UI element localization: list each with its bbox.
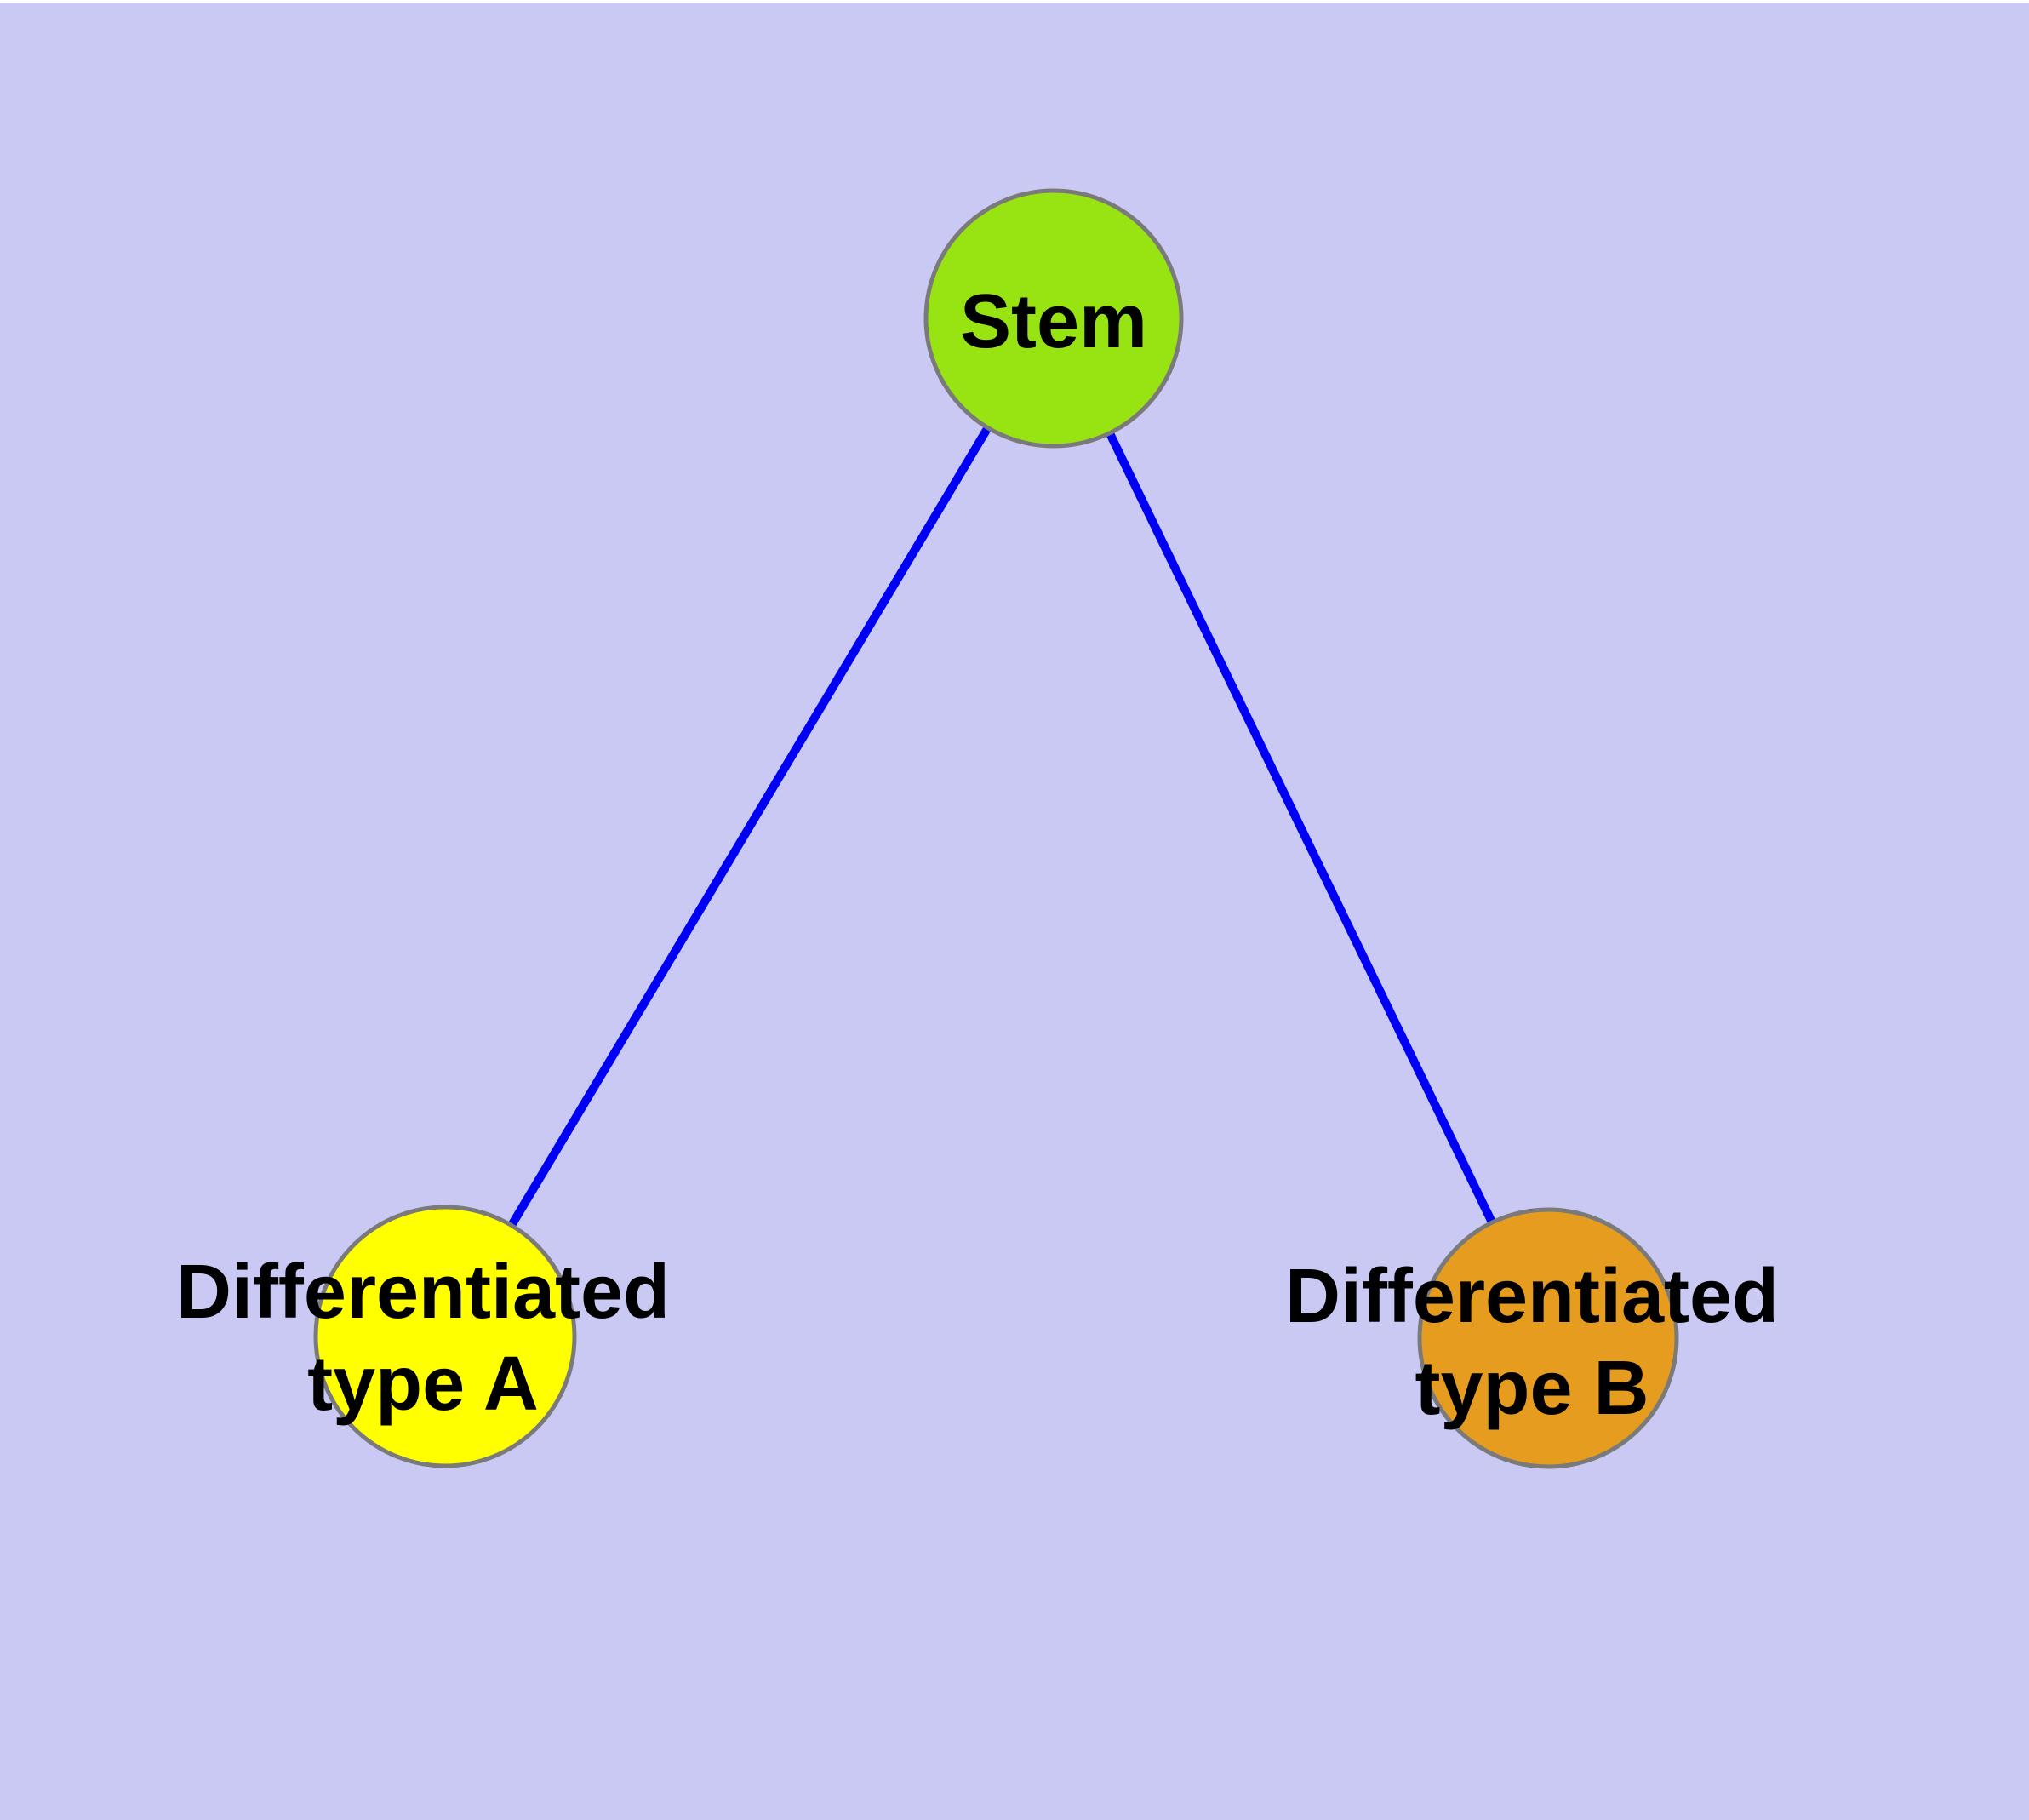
nodes-layer: Stem Differentiated type A Differentiate… [176,188,1779,1469]
node-stem[interactable] [923,188,1184,449]
node-differentiated-type-b-label-line1: Differentiated [1285,1254,1779,1339]
node-differentiated-type-b-label-line2: type B [1415,1346,1649,1431]
edge-stem-to-type-a [441,315,1058,1339]
top-edge-strip [0,0,2029,3]
edge-stem-to-type-b [1049,315,1552,1341]
edges-layer [441,315,1552,1341]
node-differentiated-type-a-label-line1: Differentiated [176,1250,670,1335]
node-differentiated-type-a[interactable] [313,1205,577,1468]
node-differentiated-type-a-label-line2: type A [307,1342,539,1427]
node-stem-label: Stem [960,279,1147,364]
node-differentiated-type-b[interactable] [1417,1207,1679,1469]
